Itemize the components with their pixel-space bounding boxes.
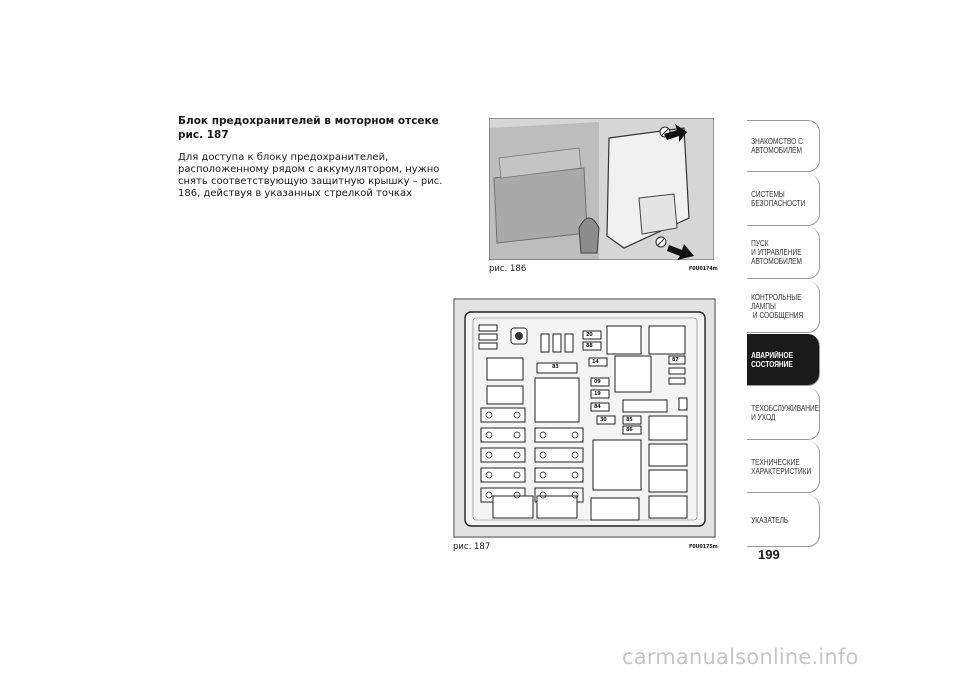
- tab-safety[interactable]: СИСТЕМЫ БЕЗОПАСНОСТИ: [747, 173, 820, 226]
- fuse-label: 84: [594, 404, 601, 410]
- arrow-icon: [667, 244, 694, 260]
- chapter-tabs: ЗНАКОМСТВО С АВТОМОБИЛЕМ СИСТЕМЫ БЕЗОПАС…: [747, 120, 820, 548]
- fuse-label: 85: [626, 417, 633, 423]
- tab-emergency[interactable]: АВАРИЙНОЕ СОСТОЯНИЕ: [747, 334, 820, 386]
- arrow-icon: [664, 124, 687, 142]
- fuse-label: 87: [672, 357, 679, 363]
- figure-187-fusebox: 20 88 83 14 87 09 19 84 30 85 86: [453, 298, 716, 538]
- tab-warning-lights[interactable]: КОНТРОЛЬНЫЕ ЛАМПЫ И СООБЩЕНИЯ: [747, 280, 820, 333]
- fuse-label: 86: [626, 427, 633, 433]
- tab-intro[interactable]: ЗНАКОМСТВО С АВТОМОБИЛЕМ: [747, 120, 820, 172]
- fuse-label: 83: [552, 364, 559, 370]
- section-heading: Блок предохранителей в моторном отсеке р…: [178, 115, 439, 141]
- figure-187-code: F0U0175m: [689, 544, 718, 550]
- fuse-label: 09: [594, 379, 601, 385]
- fuse-label: 19: [594, 391, 601, 397]
- tab-index[interactable]: УКАЗАТЕЛЬ: [747, 494, 820, 547]
- figure-186-code: F0U0174m: [689, 266, 718, 272]
- fusebox-diagram: [453, 298, 716, 538]
- text-column: Блок предохранителей в моторном отсеке р…: [178, 114, 458, 200]
- watermark-text: carmanualsonline.info: [622, 645, 859, 669]
- section-body: Для доступа к блоку предохранителей, рас…: [178, 152, 443, 199]
- fuse-label: 88: [586, 343, 593, 349]
- fuse-label: 20: [586, 332, 593, 338]
- fuse-cover-illustration: [489, 118, 714, 260]
- tab-maintenance[interactable]: ТЕХОБСЛУЖИВАНИЕ И УХОД: [747, 387, 820, 440]
- tab-driving[interactable]: ПУСК И УПРАВЛЕНИЕ АВТОМОБИЛЕМ: [747, 227, 820, 279]
- figure-186-photo: [489, 118, 714, 260]
- figure-187-caption: рис. 187: [453, 542, 491, 552]
- fuse-label: 30: [600, 417, 607, 423]
- figure-186-caption: рис. 186: [489, 264, 527, 274]
- tab-specifications[interactable]: ТЕХНИЧЕСКИЕ ХАРАКТЕРИСТИКИ: [747, 441, 820, 493]
- fuse-label: 14: [592, 359, 599, 365]
- page-number: 199: [758, 547, 780, 562]
